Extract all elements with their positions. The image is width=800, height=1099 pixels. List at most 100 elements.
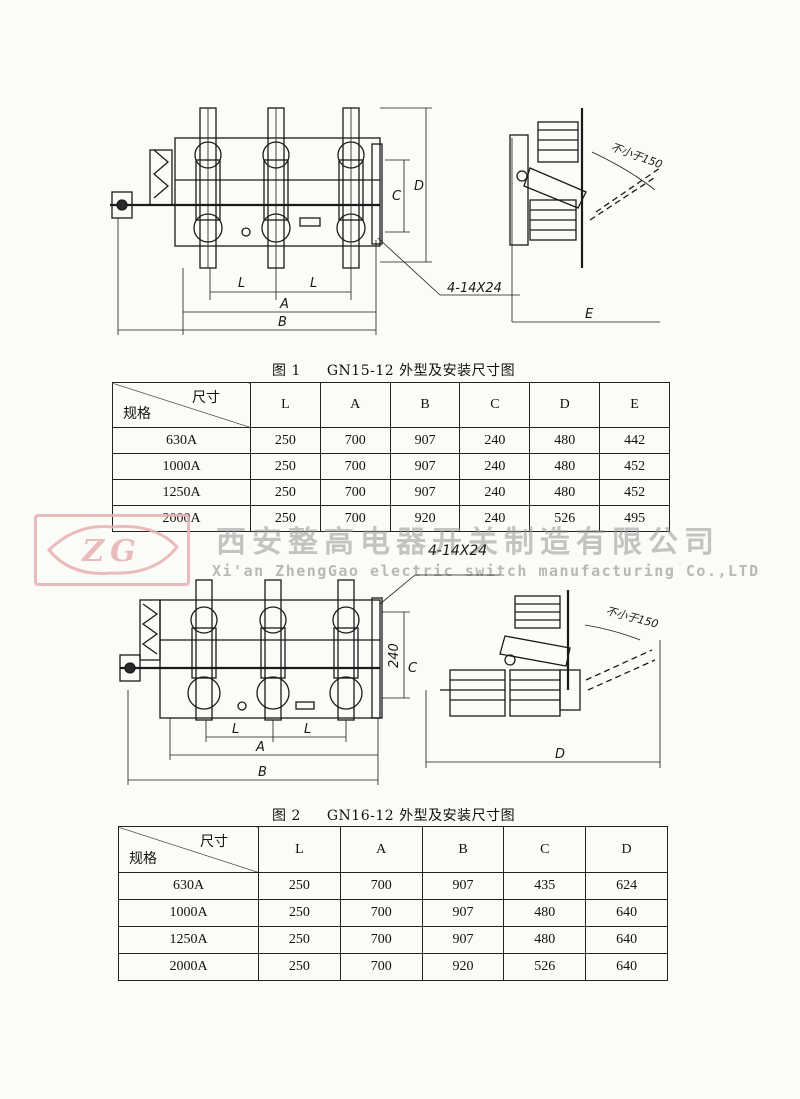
figure1-number: 图 1 (272, 363, 301, 379)
figure2-title: GN16-12 外型及安装尺寸图 (326, 808, 516, 824)
table-row: 630A 250 700 907 435 624 (118, 872, 668, 900)
fig2-label-L2: L (304, 722, 311, 737)
watermark-company-en: Xi'an ZhengGao electric switch manufactu… (212, 562, 760, 580)
table2-cell: 640 (585, 926, 668, 954)
pole-1 (193, 107, 223, 269)
fig2-label-C: C (408, 661, 418, 676)
table2-cell: 526 (503, 953, 587, 981)
table-row: 1000A 250 700 907 240 480 452 (112, 453, 670, 480)
table2-cell: 700 (339, 926, 423, 954)
table1-col: E (599, 382, 670, 428)
table-row: 2000A 250 700 920 526 640 (118, 953, 668, 981)
fig1-label-C: C (392, 189, 402, 204)
table2-col: L (258, 826, 341, 873)
table1-cell: 907 (389, 427, 461, 454)
fig2-label-240: 240 (387, 643, 402, 668)
table2-col: A (339, 826, 423, 873)
table2-cell: 640 (585, 953, 668, 981)
table2-header-bottom: 规格 (129, 852, 157, 867)
table2-cell: 700 (339, 899, 423, 927)
table1-cell: 250 (250, 505, 321, 532)
table2-cell: 907 (421, 926, 505, 954)
table2-spec: 1000A (118, 899, 259, 927)
table2-cell: 920 (421, 953, 505, 981)
table-row: 1000A 250 700 907 480 640 (118, 899, 668, 927)
fig1-label-A: A (279, 297, 289, 312)
blade-insulator (499, 635, 571, 667)
table2-cell: 624 (585, 872, 668, 900)
fig1-label-E: E (585, 307, 594, 322)
table1-spec: 630A (112, 427, 251, 454)
figure2-caption: 图 2 GN16-12 外型及安装尺寸图 (272, 805, 515, 825)
watermark-logo-mark: ZG (46, 524, 179, 576)
pole-3 (336, 107, 366, 269)
table2-spec: 630A (118, 872, 259, 900)
table2-spec: 2000A (118, 953, 259, 981)
table2-cell: 700 (339, 953, 423, 981)
table1-header-row: 尺寸 规格 L A B C D E (112, 382, 670, 428)
watermark-logo-text: ZG (81, 534, 142, 569)
pole-2 (261, 107, 291, 269)
table1-cell: 250 (250, 427, 321, 454)
table1-col: B (389, 382, 461, 428)
fig2-label-hole: 4-14X24 (428, 543, 487, 559)
lower-insulator-right (509, 669, 561, 717)
table1-cell: 240 (459, 505, 531, 532)
table1-cell: 240 (459, 479, 531, 506)
lower-insulator-left (449, 669, 506, 717)
table2-cell: 250 (258, 899, 341, 927)
fig1-label-L2: L (310, 276, 317, 291)
fig1-label-B: B (278, 315, 287, 330)
table2-cell: 435 (503, 872, 587, 900)
table2-col: D (585, 826, 668, 873)
table2-col: C (503, 826, 587, 873)
table1-header-bottom: 规格 (123, 407, 151, 422)
table1-header-top: 尺寸 (192, 391, 220, 406)
watermark-logo: ZG (34, 514, 190, 586)
table1-cell: 495 (599, 505, 670, 532)
fig2-label-B: B (258, 765, 267, 780)
table1-spec: 1000A (112, 453, 251, 480)
fig2-label-A: A (255, 740, 265, 755)
table2-cell: 250 (258, 872, 341, 900)
table1-cell: 250 (250, 453, 321, 480)
fig2-label-angle: 不小于150 (604, 604, 660, 631)
table1-cell: 452 (599, 479, 670, 506)
table2-cell: 250 (258, 926, 341, 954)
table2-header-top: 尺寸 (200, 835, 228, 850)
table2-cell: 700 (339, 872, 423, 900)
table2-cell: 480 (503, 899, 587, 927)
pole-1 (187, 579, 221, 721)
table2-cell: 480 (503, 926, 587, 954)
table1-cell: 452 (599, 453, 670, 480)
fig1-label-L1: L (238, 276, 245, 291)
table1-cell: 526 (529, 505, 601, 532)
spec-table-2: 尺寸 规格 L A B C D 630A 250 700 907 435 624… (118, 826, 668, 981)
table2-corner-cell: 尺寸 规格 (118, 826, 259, 873)
table2-col: B (421, 826, 505, 873)
fig2-label-D: D (555, 747, 565, 762)
fig1-label-D: D (414, 179, 424, 194)
figure2-number: 图 2 (272, 808, 301, 824)
table2-cell: 907 (421, 872, 505, 900)
fig1-label-hole: 4-14X24 (447, 281, 502, 296)
table1-corner-cell: 尺寸 规格 (112, 382, 251, 428)
figure1-title: GN15-12 外型及安装尺寸图 (326, 363, 516, 379)
table1-cell: 700 (319, 453, 391, 480)
table1-cell: 700 (319, 427, 391, 454)
figure1-caption: 图 1 GN15-12 外型及安装尺寸图 (272, 360, 515, 380)
table1-cell: 250 (250, 479, 321, 506)
fig2-label-L1: L (232, 722, 239, 737)
table-row: 1250A 250 700 907 480 640 (118, 926, 668, 954)
table2-spec: 1250A (118, 926, 259, 954)
table2-cell: 640 (585, 899, 668, 927)
watermark-company-cn: 西安整高电器开关制造有限公司 (216, 525, 720, 560)
table1-cell: 920 (389, 505, 461, 532)
table1-cell: 907 (389, 453, 461, 480)
table2-cell: 907 (421, 899, 505, 927)
table2-cell: 250 (258, 953, 341, 981)
